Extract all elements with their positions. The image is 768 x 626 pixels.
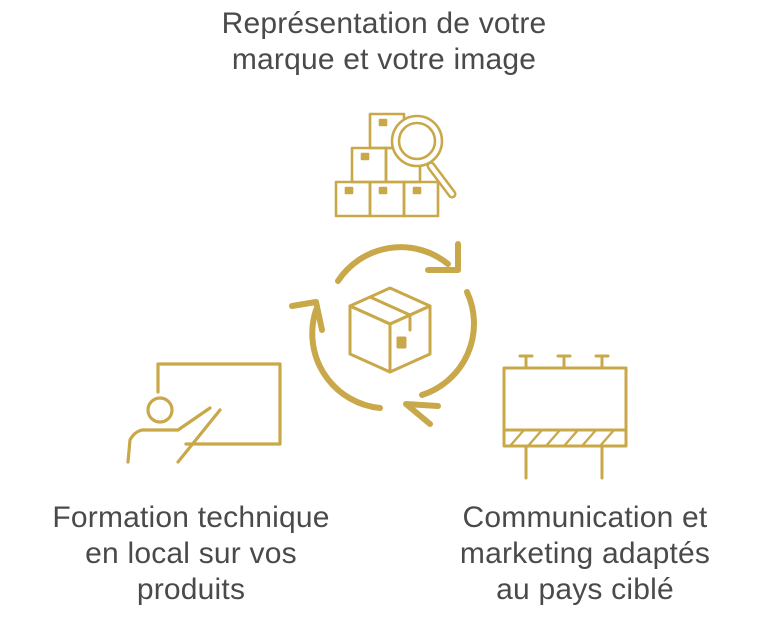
- caption-communication-marketing: Communication et marketing adaptés au pa…: [410, 500, 760, 608]
- caption-brand-representation: Représentation de votre marque et votre …: [134, 6, 634, 78]
- caption-line: Communication et: [462, 501, 708, 534]
- caption-line: marque et votre image: [231, 43, 537, 76]
- caption-line: marketing adaptés: [459, 537, 711, 570]
- billboard-icon: [498, 350, 630, 482]
- caption-line: produits: [136, 573, 246, 606]
- presenter-board-icon: [122, 358, 288, 470]
- caption-line: au pays ciblé: [496, 573, 674, 606]
- caption-technical-training: Formation technique en local sur vos pro…: [0, 500, 382, 608]
- cycle-box-icon: [280, 238, 490, 427]
- caption-line: Représentation de votre: [221, 7, 547, 40]
- caption-line: en local sur vos: [85, 537, 297, 570]
- boxes-magnifier-icon: [330, 108, 460, 220]
- caption-line: Formation technique: [52, 501, 330, 534]
